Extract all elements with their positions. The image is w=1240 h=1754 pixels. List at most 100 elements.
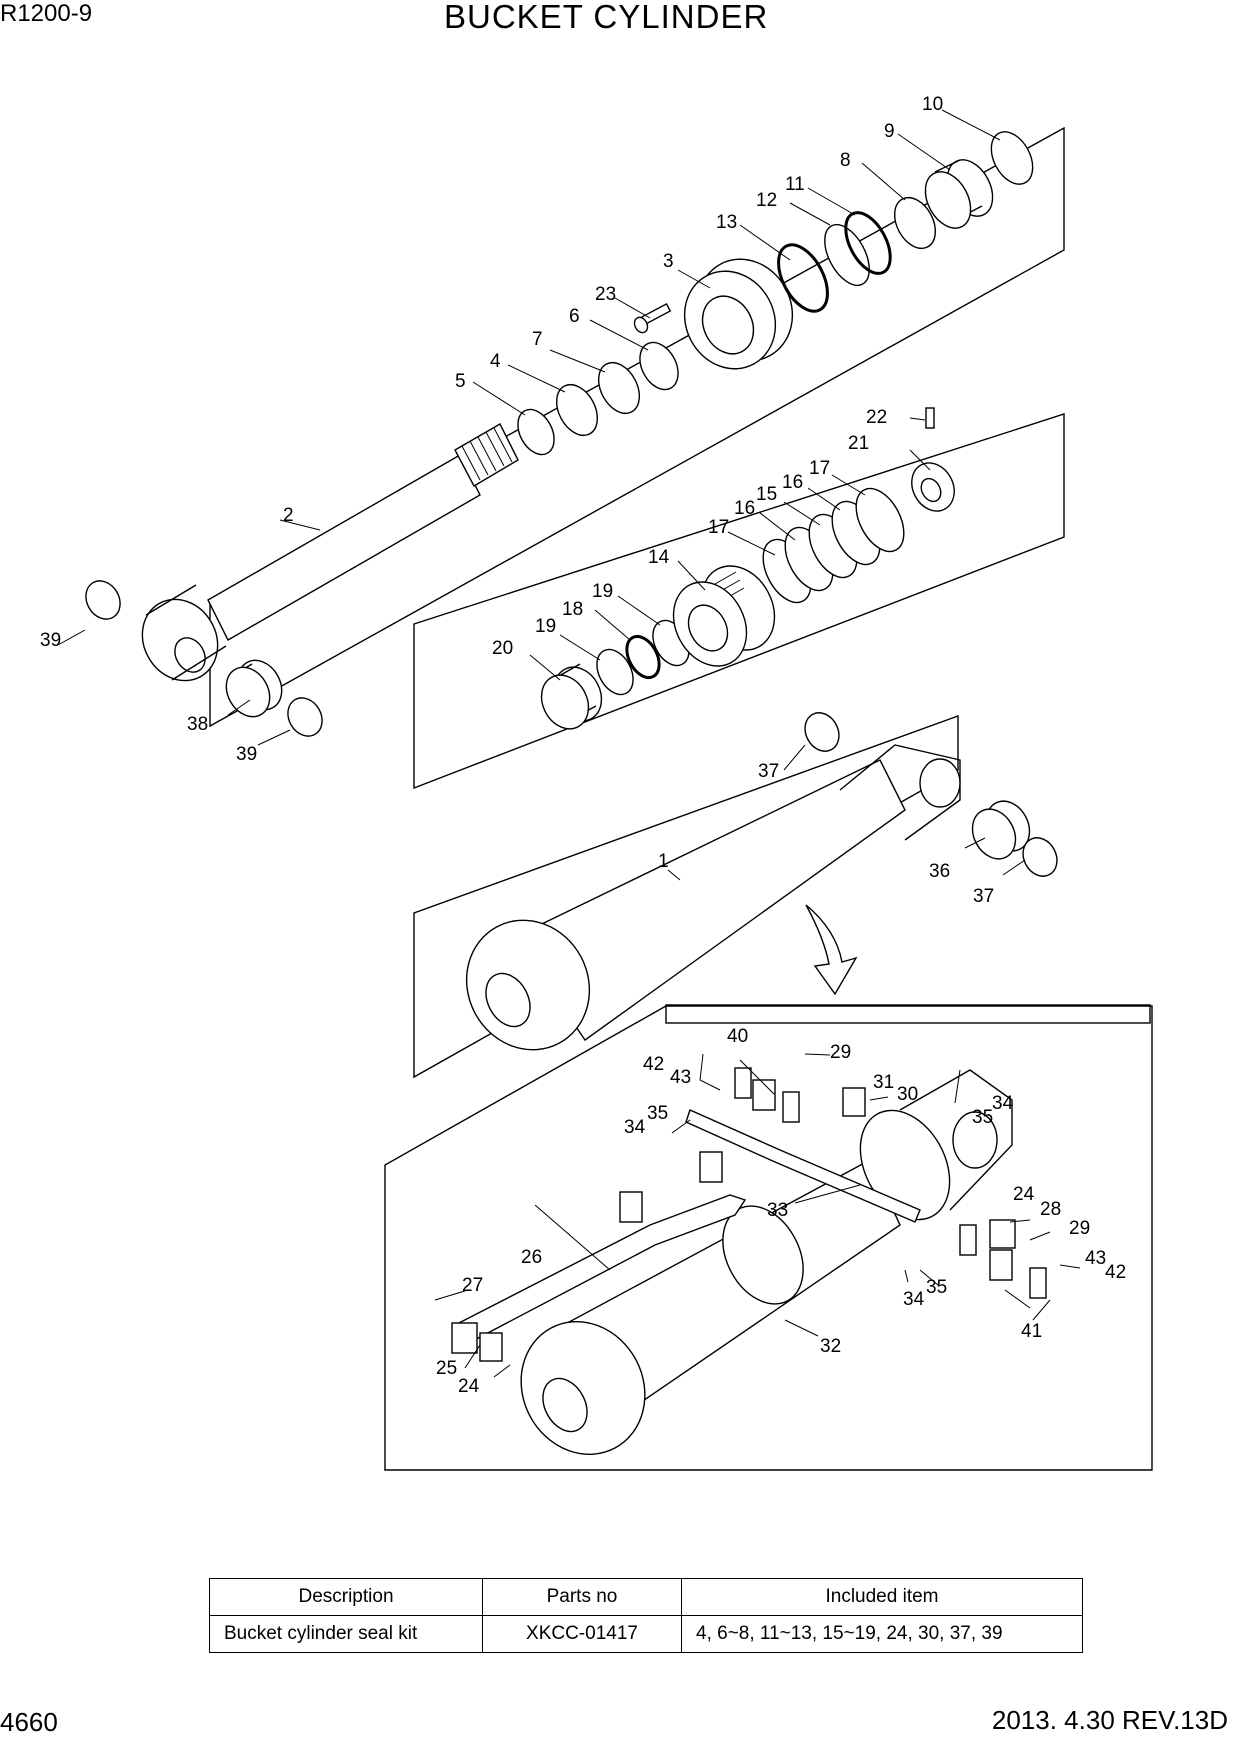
clamp-41-c [1029, 1267, 1047, 1299]
pipe-26 [454, 1194, 747, 1346]
block-clamp-a [699, 1151, 723, 1183]
seal-kit-table: Description Parts no Included item Bucke… [209, 1578, 1083, 1653]
callout-36: 36 [929, 861, 950, 882]
bushing-36 [971, 800, 1031, 860]
callout-25: 25 [436, 1358, 457, 1379]
callout-33: 33 [767, 1200, 788, 1221]
callout-10: 10 [922, 94, 943, 115]
table-header-row: Description Parts no Included item [209, 1578, 1083, 1616]
callout-35-c: 35 [926, 1277, 947, 1298]
model-number: R1200-9 [0, 0, 93, 27]
piston-group-panel [413, 413, 1065, 790]
callout-29-b: 29 [1069, 1218, 1090, 1239]
callout-5: 5 [455, 371, 466, 392]
header-description: Description [209, 1578, 483, 1616]
o-ring-13 [777, 243, 829, 313]
rod-part [141, 423, 519, 682]
o-ring-18 [625, 634, 661, 680]
callout-34-c: 34 [903, 1289, 925, 1310]
clamp-41-a [959, 1224, 977, 1256]
nut-21 [911, 462, 955, 512]
callout-3: 3 [663, 251, 674, 272]
callout-21: 21 [848, 433, 869, 454]
clamp-41-b [989, 1249, 1013, 1281]
callout-42-a: 42 [643, 1054, 664, 1075]
ring-4 [555, 384, 599, 436]
page-number: 4660 [0, 1707, 58, 1737]
callout-11: 11 [785, 174, 805, 195]
ring-6 [639, 341, 679, 391]
callout-26: 26 [521, 1247, 542, 1268]
leader-lines [57, 109, 1081, 1378]
callout-40: 40 [727, 1026, 748, 1047]
bushing-38 [225, 659, 283, 718]
callout-15: 15 [756, 484, 777, 505]
set-screw-22 [925, 407, 935, 429]
callout-23: 23 [595, 284, 616, 305]
callout-39-a: 39 [40, 630, 61, 651]
callout-2: 2 [283, 505, 294, 526]
piston-14 [672, 565, 776, 667]
revision-date: 2013. 4.30 REV.13D [991, 1705, 1228, 1735]
callout-24-a: 24 [1013, 1184, 1035, 1205]
piping-panel [384, 1005, 1153, 1471]
callout-32: 32 [820, 1336, 841, 1357]
cell-included-item: 4, 6~8, 11~13, 15~19, 24, 30, 37, 39 [681, 1615, 1083, 1653]
header-included-item: Included item [681, 1578, 1083, 1616]
callout-6: 6 [569, 306, 580, 327]
clamp-40-c [782, 1091, 800, 1123]
callout-12: 12 [756, 190, 777, 211]
callout-31: 31 [873, 1072, 894, 1093]
callout-29-a: 29 [830, 1042, 851, 1063]
callout-7: 7 [532, 329, 543, 350]
callout-8: 8 [840, 150, 851, 171]
callout-19-a: 19 [535, 616, 556, 637]
table-row: Bucket cylinder seal kit XKCC-01417 4, 6… [209, 1615, 1083, 1653]
dust-seal-39-a [85, 580, 121, 620]
callout-17-a: 17 [708, 517, 729, 538]
callout-18: 18 [562, 599, 583, 620]
callout-27: 27 [462, 1275, 483, 1296]
callout-37-b: 37 [973, 886, 994, 907]
callout-1: 1 [658, 851, 669, 872]
callout-20: 20 [492, 638, 513, 659]
callout-35-b: 35 [972, 1107, 993, 1128]
callout-14: 14 [648, 547, 670, 568]
bolt-23 [633, 302, 672, 334]
piping-detail-frame [665, 1004, 1151, 1024]
header-parts-no: Parts no [482, 1578, 682, 1616]
callout-17-b: 17 [809, 458, 830, 479]
block-clamp-b [619, 1191, 643, 1223]
dust-seal-37-a [804, 712, 840, 752]
ring-5 [517, 408, 555, 456]
callout-16-a: 16 [734, 498, 755, 519]
cell-parts-no: XKCC-01417 [482, 1615, 682, 1653]
dust-seal-39-b [287, 697, 323, 737]
ring-7 [597, 362, 641, 414]
bushing-20 [540, 663, 603, 730]
callout-16-b: 16 [782, 472, 803, 493]
cylinder-head-3 [683, 258, 794, 370]
dust-seal-37-b [1022, 837, 1058, 877]
bushing-9 [924, 159, 994, 229]
callout-9: 9 [884, 121, 895, 142]
callout-43-a: 43 [670, 1067, 691, 1088]
clamp-40-a [734, 1067, 752, 1099]
callout-39-b: 39 [236, 744, 257, 765]
ring-19-a [596, 648, 634, 696]
callout-13: 13 [716, 212, 737, 233]
flange-25 [451, 1322, 478, 1354]
tube-group-panel [413, 715, 959, 1079]
callout-38: 38 [187, 714, 208, 735]
ring-8 [893, 197, 937, 249]
flange-24-a [479, 1332, 503, 1362]
callout-34-a: 34 [624, 1117, 646, 1138]
callout-42-b: 42 [1105, 1262, 1126, 1283]
callout-30: 30 [897, 1084, 918, 1105]
detail-arrow [805, 904, 858, 996]
ring-12 [824, 223, 870, 287]
callout-43-b: 43 [1085, 1248, 1106, 1269]
pipe-33 [685, 1109, 921, 1223]
callout-37-a: 37 [758, 761, 779, 782]
flange-31 [842, 1087, 866, 1117]
